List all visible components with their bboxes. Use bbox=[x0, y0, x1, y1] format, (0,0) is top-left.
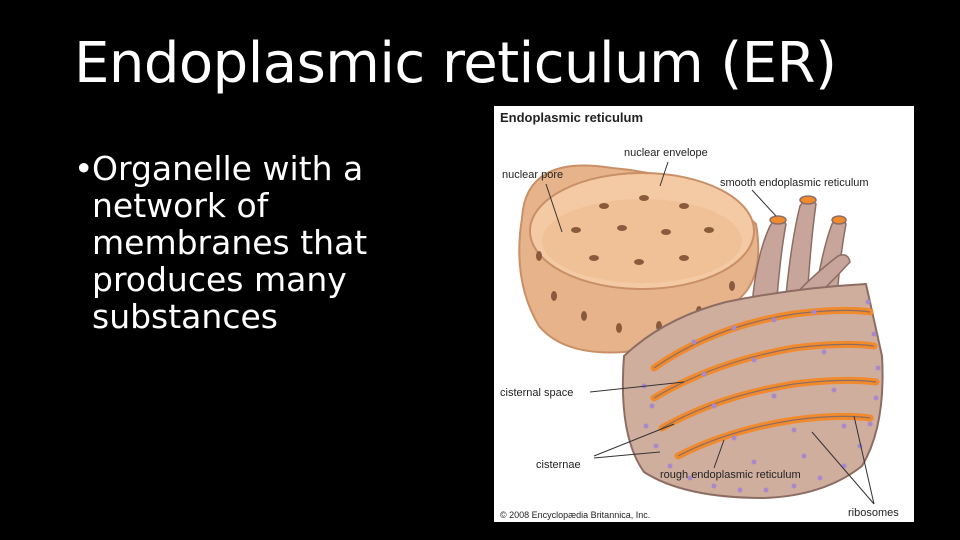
bullet-list: • Organelle with a network of membranes … bbox=[74, 150, 474, 335]
label-nuclear-pore: nuclear pore bbox=[502, 169, 563, 181]
copyright-text: © 2008 Encyclopædia Britannica, Inc. bbox=[500, 510, 650, 520]
nuclear-envelope-shape bbox=[518, 164, 760, 354]
bullet-dot: • bbox=[74, 149, 94, 188]
label-cisternal-space: cisternal space bbox=[500, 387, 573, 399]
er-illustration: Endoplasmic reticulum nuclear envelope n… bbox=[500, 110, 899, 520]
bullet-item: • Organelle with a network of membranes … bbox=[74, 150, 474, 335]
ribosome-dots bbox=[641, 299, 881, 493]
leader-lines bbox=[545, 161, 875, 505]
er-diagram: Endoplasmic reticulum nuclear envelope n… bbox=[494, 106, 914, 522]
label-ribosomes: ribosomes bbox=[848, 507, 899, 519]
label-smooth-er: smooth endoplasmic reticulum bbox=[720, 177, 869, 189]
slide-title: Endoplasmic reticulum (ER) bbox=[74, 31, 837, 96]
label-nuclear-envelope: nuclear envelope bbox=[624, 147, 708, 159]
label-rough-er: rough endoplasmic reticulum bbox=[660, 469, 801, 481]
figure-heading: Endoplasmic reticulum bbox=[500, 110, 643, 125]
label-cisternae: cisternae bbox=[536, 459, 581, 471]
rough-er-stack bbox=[621, 282, 884, 500]
bullet-text: Organelle with a network of membranes th… bbox=[92, 149, 368, 336]
